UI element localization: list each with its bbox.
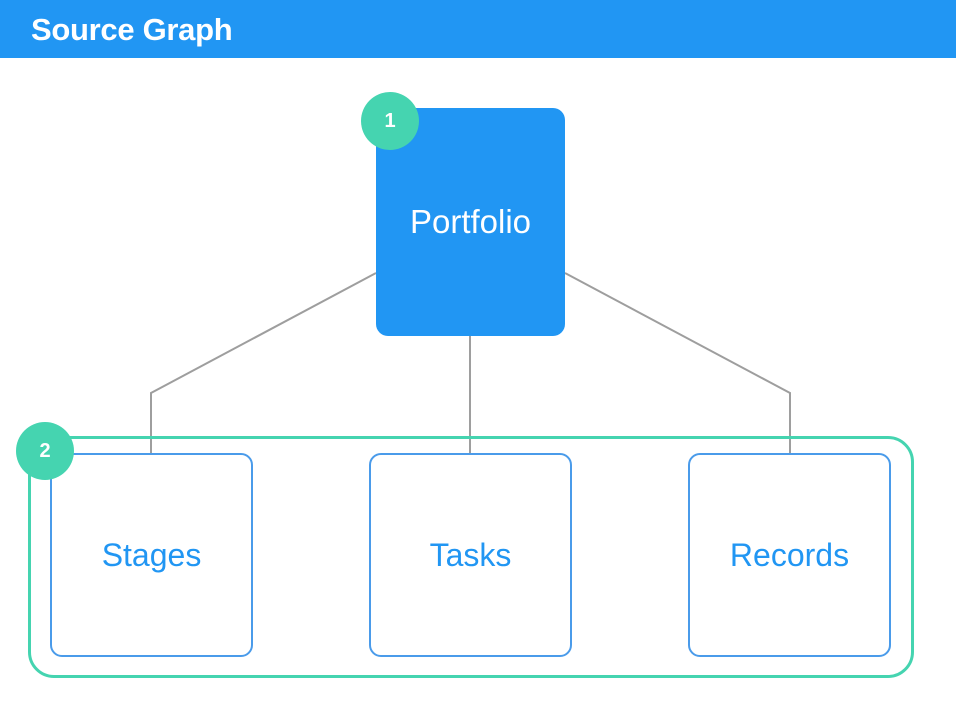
node-tasks[interactable]: Tasks bbox=[369, 453, 572, 657]
node-records-label: Records bbox=[729, 536, 850, 573]
title-bar: Source Graph bbox=[0, 0, 956, 58]
step-badge-1: 1 bbox=[361, 92, 419, 150]
page-title: Source Graph bbox=[31, 12, 233, 47]
connector-root-to-stages bbox=[150, 272, 377, 453]
node-records[interactable]: Records bbox=[688, 453, 891, 657]
node-stages[interactable]: Stages bbox=[50, 453, 253, 657]
node-portfolio-label: Portfolio bbox=[409, 203, 532, 240]
node-portfolio[interactable]: Portfolio bbox=[376, 108, 565, 336]
step-badge-2: 2 bbox=[16, 422, 74, 480]
child-group-outline bbox=[28, 436, 914, 678]
node-stages-label: Stages bbox=[101, 536, 202, 573]
connector-root-to-records bbox=[564, 272, 791, 453]
node-tasks-label: Tasks bbox=[429, 536, 512, 573]
